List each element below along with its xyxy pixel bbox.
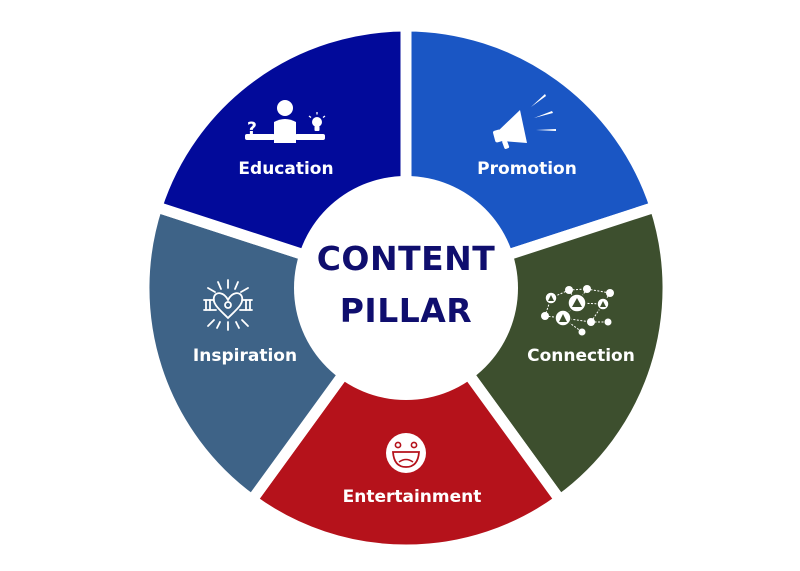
- center-title-line1: CONTENT: [317, 239, 496, 278]
- segment-label-connection: Connection: [527, 346, 635, 366]
- megaphone-icon: [493, 94, 556, 149]
- segment-label-entertainment: Entertainment: [343, 487, 482, 507]
- segment-label-promotion: Promotion: [477, 159, 577, 179]
- segment-label-education: Education: [238, 159, 333, 179]
- person-question-idea-icon: ?: [245, 100, 326, 143]
- center-circle: [294, 176, 518, 400]
- network-icon: [541, 285, 614, 336]
- laughing-face-icon: [386, 433, 426, 473]
- segment-label-inspiration: Inspiration: [193, 346, 297, 366]
- heart-hands-icon: [203, 279, 253, 331]
- segment-entertainment: [244, 278, 568, 556]
- svg-text:?: ?: [247, 119, 257, 139]
- center-title-line2: PILLAR: [340, 291, 472, 330]
